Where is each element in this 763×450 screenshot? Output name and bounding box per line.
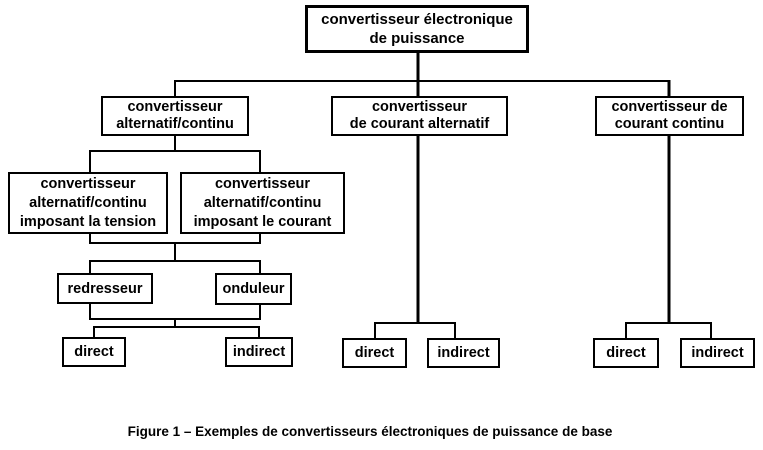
node-direct-middle: direct	[342, 338, 407, 368]
node-rectifier: redresseur	[57, 273, 153, 304]
node-indirect-right: indirect	[680, 338, 755, 368]
node-converter-dc-current: convertisseur de courant continu	[595, 96, 744, 136]
node-power-electronic-converter: convertisseur électronique de puissance	[305, 5, 529, 53]
node-converter-ac-dc: convertisseur alternatif/continu	[101, 96, 249, 136]
node-converter-current-imposing: convertisseur alternatif/continu imposan…	[180, 172, 345, 234]
node-converter-ac-current: convertisseur de courant alternatif	[331, 96, 508, 136]
node-indirect-middle: indirect	[427, 338, 500, 368]
node-inverter: onduleur	[215, 273, 292, 305]
node-direct-left: direct	[62, 337, 126, 367]
node-indirect-left: indirect	[225, 337, 293, 367]
node-direct-right: direct	[593, 338, 659, 368]
figure-caption: Figure 1 – Exemples de convertisseurs él…	[127, 424, 613, 439]
node-converter-voltage-imposing: convertisseur alternatif/continu imposan…	[8, 172, 168, 234]
